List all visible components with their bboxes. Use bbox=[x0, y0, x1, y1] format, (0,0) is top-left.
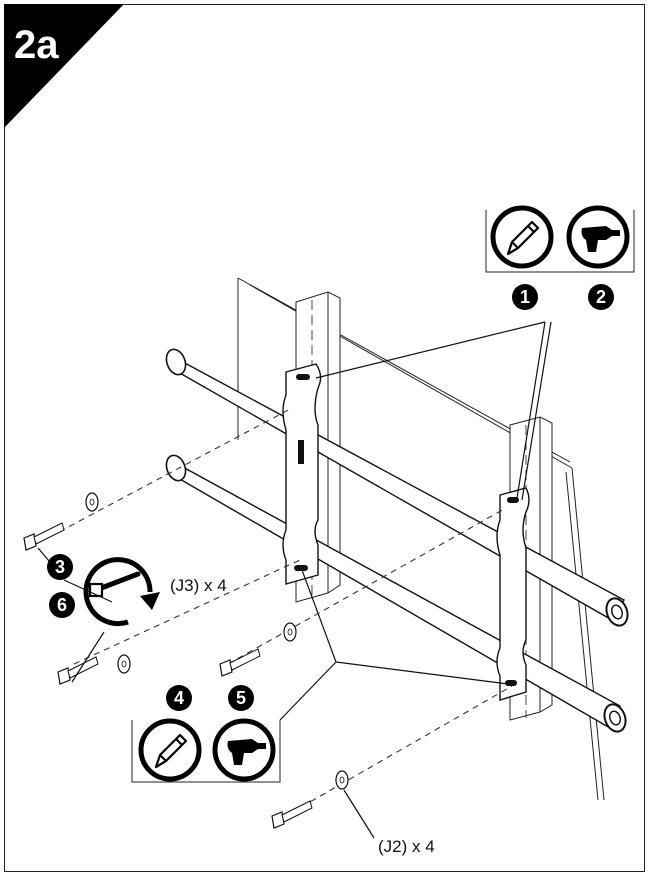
leader-lines-top bbox=[315, 321, 552, 501]
leader-line-j2 bbox=[343, 789, 375, 839]
marker-number: 6 bbox=[57, 595, 67, 615]
step-label: 2a bbox=[14, 23, 59, 67]
lag-bolts bbox=[23, 522, 313, 829]
callout-j2: (J2) x 4 bbox=[378, 837, 435, 856]
lag-bolt bbox=[23, 522, 65, 551]
pencil-icon bbox=[490, 205, 554, 269]
wall-bracket-left bbox=[282, 363, 322, 585]
step-marker-3: 3 bbox=[47, 554, 73, 580]
instruction-frame bbox=[4, 4, 645, 872]
drill-icon bbox=[566, 205, 630, 269]
step-marker-1: 1 bbox=[512, 284, 538, 310]
marker-number: 3 bbox=[55, 557, 65, 577]
callout-j3: (J3) x 4 bbox=[170, 576, 227, 595]
leader-line-wrench bbox=[71, 631, 105, 683]
marker-number: 4 bbox=[174, 688, 184, 708]
tool-group-top bbox=[485, 205, 635, 273]
alignment-lines bbox=[39, 407, 513, 819]
lag-bolt bbox=[219, 648, 261, 677]
marker-number: 5 bbox=[236, 688, 246, 708]
wrench-icon bbox=[83, 557, 160, 627]
pencil-icon bbox=[138, 718, 202, 782]
leader-line-wrench bbox=[63, 579, 113, 603]
leader-lines-bottom bbox=[279, 569, 509, 721]
lag-bolt bbox=[57, 656, 99, 685]
lag-bolt bbox=[271, 800, 313, 829]
step-marker-5: 5 bbox=[228, 685, 254, 711]
step-banner: 2a bbox=[4, 4, 124, 128]
step-marker-4: 4 bbox=[166, 685, 192, 711]
step-marker-2: 2 bbox=[588, 284, 614, 310]
washers bbox=[85, 492, 349, 790]
marker-number: 2 bbox=[596, 287, 606, 307]
drill-icon bbox=[212, 718, 276, 782]
tool-group-bottom bbox=[131, 718, 281, 783]
marker-number: 1 bbox=[520, 287, 530, 307]
wall-bracket-right bbox=[496, 487, 530, 701]
step-marker-6: 6 bbox=[49, 592, 75, 618]
